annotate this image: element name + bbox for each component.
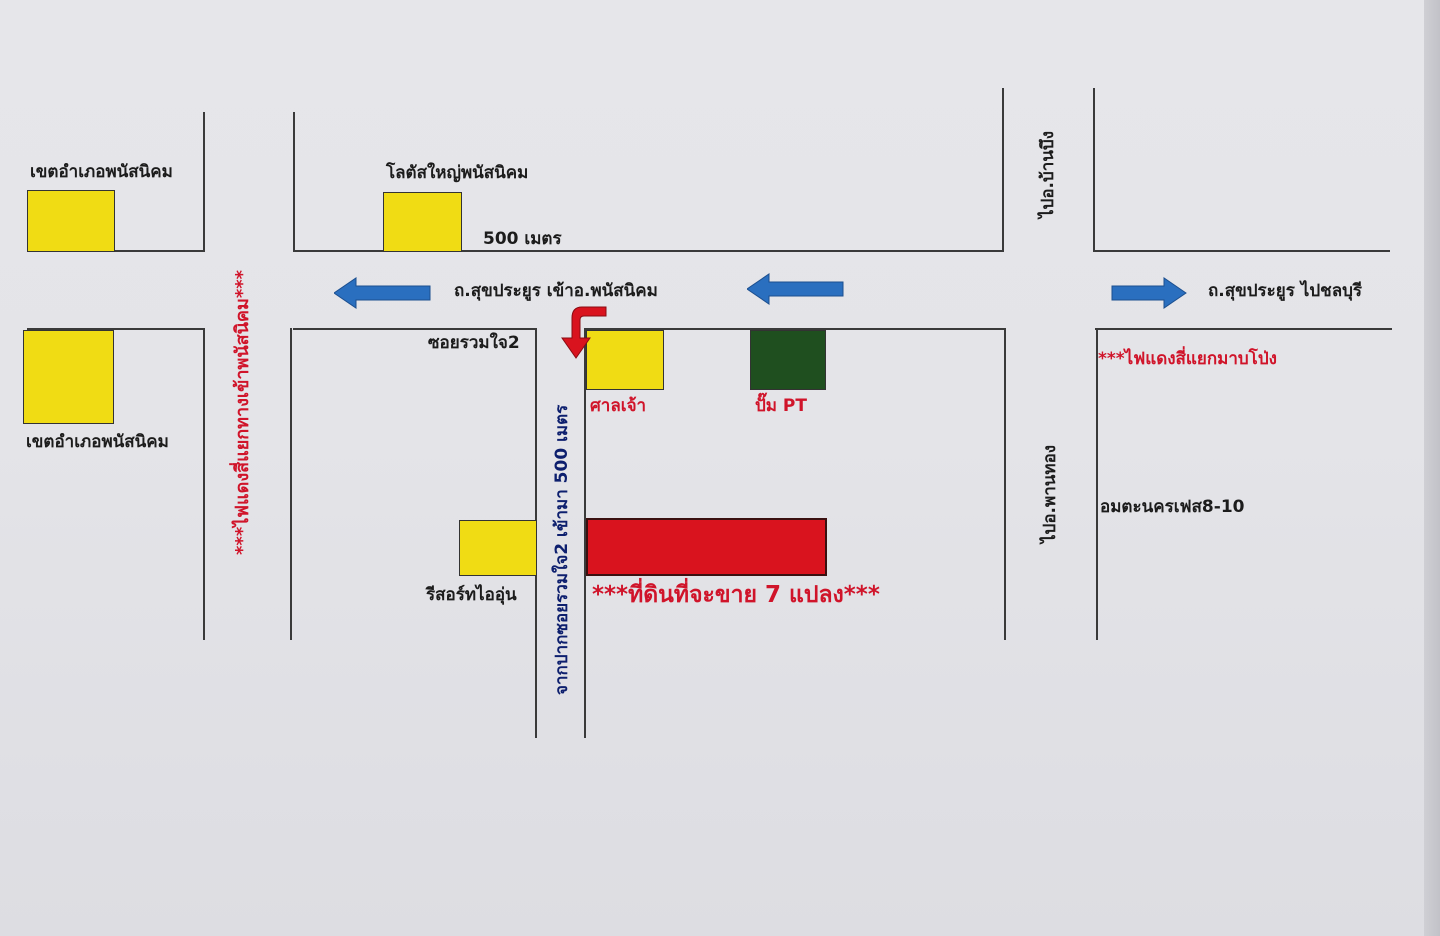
resort-label: รีสอร์ทไออุ่น (426, 585, 517, 605)
to-phan-thong-label: ไปอ.พานทอง (1040, 444, 1060, 543)
traffic-light-left-label: ***ไฟแดงสี่แยกทางเข้าพนัสนิคม*** (232, 269, 253, 555)
road-line (290, 328, 292, 640)
road-main-out-label: ถ.สุขประยูร ไปชลบุรี (1208, 281, 1363, 301)
soi-label: ซอยรวมใจ2 (428, 333, 520, 353)
road-line (1096, 328, 1098, 640)
amata-label: อมตะนครเฟส8-10 (1100, 497, 1245, 517)
road-line (27, 250, 205, 252)
road-line (293, 328, 537, 330)
district-label-mid-left: เขตอำเภอพนัสนิคม (26, 432, 169, 452)
distance-label: 500 เมตร (483, 229, 562, 249)
resort-marker (459, 520, 537, 576)
lotus-label: โลตัสใหญ่พนัสนิคม (386, 163, 529, 183)
road-line (203, 328, 205, 640)
road-line (584, 328, 1004, 330)
soi-distance-label: จากปากซอยรวมใจ2 เข้ามา 500 เมตร (552, 404, 572, 695)
road-line (1004, 328, 1006, 640)
lotus-marker (383, 192, 462, 252)
blue-arrow-icon (1111, 277, 1187, 309)
district-label-top-left: เขตอำเภอพนัสนิคม (30, 162, 173, 182)
road-line (1093, 88, 1095, 252)
pt-pump-marker (750, 330, 826, 390)
road-line (584, 328, 586, 738)
traffic-light-mabpong-label: ***ไฟแดงสี่แยกมาบโป่ง (1098, 349, 1277, 369)
red-turn-arrow-icon (561, 306, 607, 359)
land-for-sale-label: ***ที่ดินที่จะขาย 7 แปลง*** (592, 582, 880, 608)
paper-edge (1424, 0, 1440, 936)
to-ban-bueng-label: ไปอ.บ้านบึง (1038, 130, 1058, 218)
road-line (293, 112, 295, 252)
road-line (27, 328, 205, 330)
pt-pump-label: ปั๊ม PT (755, 396, 807, 416)
road-main-in-label: ถ.สุขประยูร เข้าอ.พนัสนิคม (454, 281, 658, 301)
shrine-marker (586, 330, 664, 390)
district-marker-mid-left (23, 330, 114, 424)
road-line (1002, 88, 1004, 252)
road-line (293, 250, 1003, 252)
district-marker-top-left (27, 190, 115, 252)
blue-arrow-icon (747, 273, 844, 305)
shrine-label: ศาลเจ้า (590, 396, 647, 416)
road-line (203, 112, 205, 252)
blue-arrow-icon (334, 277, 431, 309)
land-for-sale-marker (586, 518, 827, 576)
road-line (1093, 250, 1390, 252)
road-line (1095, 328, 1392, 330)
